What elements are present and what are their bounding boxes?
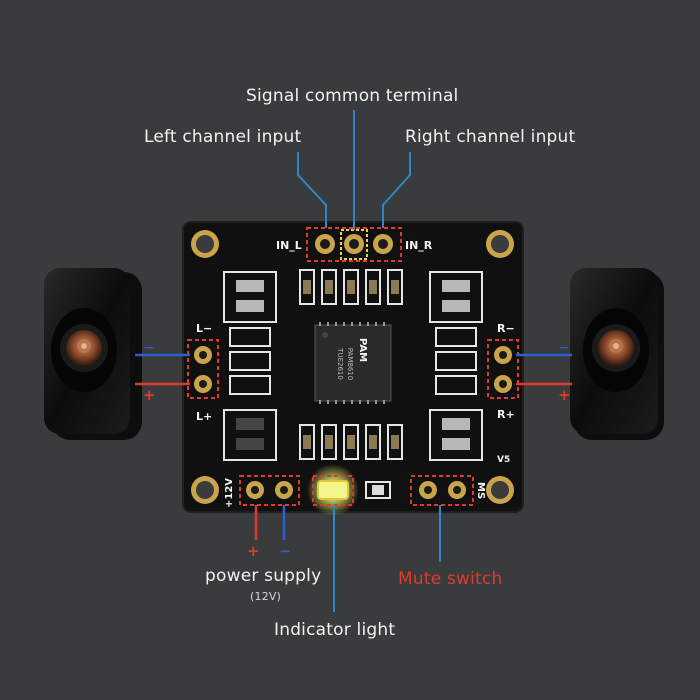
- power-plus-mark: +: [247, 542, 260, 560]
- left-input-label: Left channel input: [144, 127, 302, 147]
- r-minus-label: R−: [497, 322, 515, 335]
- in-r-label: IN_R: [405, 239, 433, 252]
- indicator-light-label: Indicator light: [274, 620, 396, 640]
- right-plus-mark: +: [558, 386, 571, 404]
- callout-lines: [297, 110, 441, 612]
- r-plus-label: R+: [497, 408, 515, 421]
- component-bodies: [236, 280, 470, 450]
- amplifier-chip: PAM PAM8610 TUE2610: [314, 322, 392, 404]
- left-output-header: [187, 339, 219, 399]
- right-minus-mark: −: [558, 340, 570, 356]
- power-voltage-label: (12V): [250, 590, 282, 603]
- mounting-holes: [191, 230, 514, 504]
- left-plus-mark: +: [143, 386, 156, 404]
- chip-model: PAM8610: [346, 348, 354, 380]
- input-header: [306, 227, 402, 262]
- in-l-label: IN_L: [276, 239, 302, 252]
- speaker-wires: [135, 353, 572, 540]
- signal-common-label: Signal common terminal: [246, 86, 459, 106]
- passive-components: [223, 269, 483, 461]
- chip-brand: PAM: [357, 338, 368, 362]
- plus-12v-label: +12V: [224, 478, 235, 508]
- power-supply-label: power supply: [205, 566, 322, 586]
- power-minus-mark: −: [279, 542, 292, 560]
- power-header: [239, 475, 300, 506]
- mute-header: [410, 475, 474, 506]
- right-input-label: Right channel input: [405, 127, 576, 147]
- amplifier-board: PAM PAM8610 TUE2610 IN_L IN_R L− L+ R−: [182, 221, 524, 516]
- right-speaker: [570, 268, 664, 440]
- left-speaker: [44, 268, 142, 440]
- ms-label: MS: [475, 482, 486, 499]
- indicator-led: [307, 464, 391, 516]
- l-plus-label: L+: [196, 410, 212, 423]
- l-minus-label: L−: [196, 322, 212, 335]
- right-output-header: [487, 339, 519, 399]
- v5-label: V5: [497, 455, 510, 465]
- mute-switch-label: Mute switch: [398, 569, 503, 589]
- chip-code: TUE2610: [336, 347, 344, 380]
- left-minus-mark: −: [143, 340, 155, 356]
